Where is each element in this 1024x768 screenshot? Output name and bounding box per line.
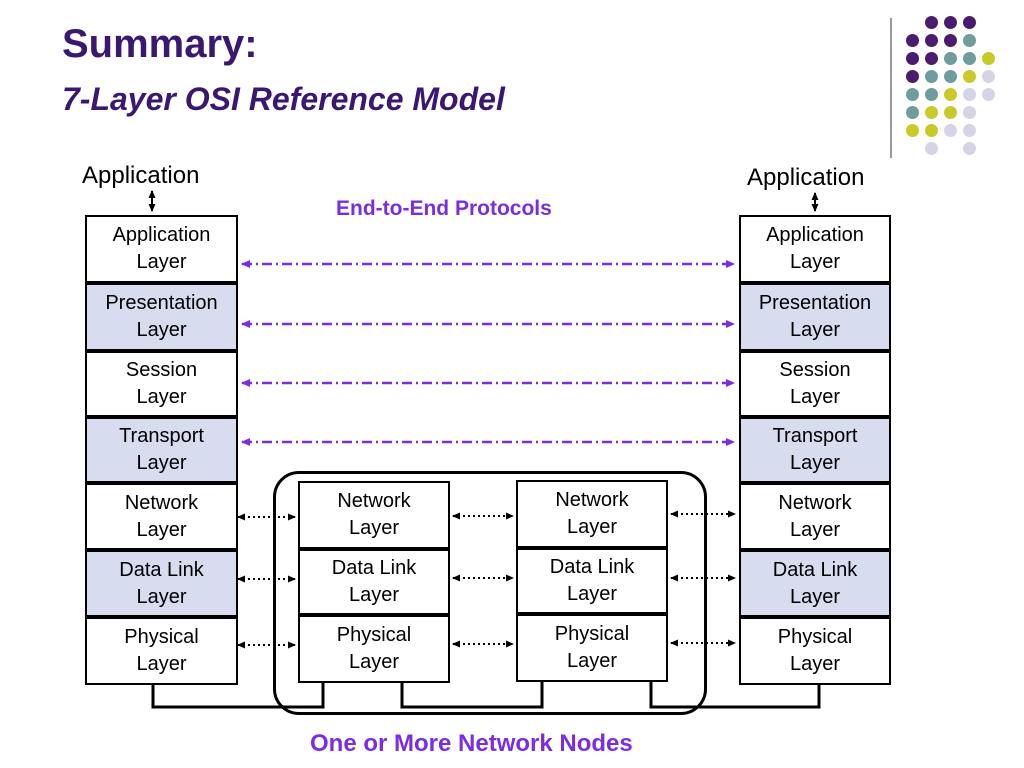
decorative-dot (963, 124, 976, 137)
page-subtitle: 7-Layer OSI Reference Model (62, 81, 505, 117)
decorative-dot (925, 124, 938, 137)
node1-physical-layer: Physical Layer (298, 615, 450, 683)
decorative-dot (906, 70, 919, 83)
layer-label: Application Layer (112, 224, 211, 273)
decorative-dot (963, 142, 976, 155)
right-presentation-layer: Presentation Layer (739, 283, 891, 351)
layer-label: Transport Layer (119, 425, 204, 474)
layer-label: Physical Layer (124, 626, 199, 675)
layer-label: Session Layer (125, 359, 198, 408)
physical-link-2 (400, 682, 544, 709)
decorative-dot (906, 124, 919, 137)
decorative-dot (944, 124, 957, 137)
decorative-dot (925, 88, 938, 101)
node1-datalink-layer: Data Link Layer (298, 549, 450, 615)
left-presentation-layer: Presentation Layer (85, 283, 238, 351)
end-to-end-protocols-label: End-to-End Protocols (336, 197, 552, 220)
layer-label: Network Layer (337, 490, 411, 539)
decorative-dot (906, 52, 919, 65)
decorative-dot (982, 70, 995, 83)
layer-label: Network Layer (778, 491, 852, 541)
decorative-dot (925, 106, 938, 119)
left-datalink-layer: Data Link Layer (85, 550, 238, 617)
decorative-dot (963, 70, 976, 83)
decorative-dot (982, 52, 995, 65)
decorative-dot (906, 88, 919, 101)
decorative-dot (963, 34, 976, 47)
left-physical-layer: Physical Layer (85, 617, 238, 685)
physical-link-3 (649, 682, 821, 709)
decorative-dot (963, 106, 976, 119)
decorative-dot (944, 70, 957, 83)
decorative-dot (906, 106, 919, 119)
layer-label: Data Link Layer (549, 556, 635, 605)
layer-label: Transport Layer (772, 425, 858, 474)
node2-datalink-layer: Data Link Layer (516, 548, 668, 614)
decorative-dot (944, 16, 957, 29)
page-title: Summary: (62, 22, 258, 66)
decorative-dot (963, 16, 976, 29)
layer-label: Physical Layer (554, 623, 630, 672)
application-label-left: Application (82, 162, 200, 189)
right-transport-layer: Transport Layer (739, 417, 891, 483)
decorative-dot (925, 16, 938, 29)
decorative-dot (944, 88, 957, 101)
decorative-dot (906, 34, 919, 47)
decorative-dot (925, 52, 938, 65)
layer-label: Data Link Layer (331, 557, 417, 606)
layer-label: Presentation Layer (758, 292, 872, 341)
node1-network-layer: Network Layer (298, 481, 450, 549)
layer-label: Data Link Layer (119, 558, 204, 608)
layer-label: Network Layer (124, 491, 199, 541)
physical-link-1 (151, 683, 325, 709)
left-transport-layer: Transport Layer (85, 417, 238, 483)
network-nodes-container (273, 471, 707, 715)
layer-label: Session Layer (779, 359, 851, 408)
right-application-layer: Application Layer (739, 215, 891, 283)
decorative-dot (944, 52, 957, 65)
decorative-dot (963, 88, 976, 101)
decorative-dot (982, 88, 995, 101)
right-session-layer: Session Layer (739, 351, 891, 417)
left-application-layer: Application Layer (85, 215, 238, 283)
layer-label: Physical Layer (336, 624, 412, 673)
node2-physical-layer: Physical Layer (516, 614, 668, 682)
layer-label: Network Layer (555, 489, 629, 538)
right-physical-layer: Physical Layer (739, 617, 891, 685)
decorative-dot (925, 70, 938, 83)
layer-label: Data Link Layer (772, 558, 858, 608)
layer-label: Physical Layer (777, 626, 853, 675)
decorative-dot (963, 52, 976, 65)
left-session-layer: Session Layer (85, 351, 238, 417)
decorative-dot (925, 142, 938, 155)
node2-network-layer: Network Layer (516, 480, 668, 548)
decorative-dot (925, 34, 938, 47)
decorative-dot (944, 106, 957, 119)
application-label-right: Application (747, 164, 865, 191)
network-nodes-label: One or More Network Nodes (310, 730, 633, 757)
divider-line (890, 18, 892, 158)
right-datalink-layer: Data Link Layer (739, 550, 891, 617)
left-network-layer: Network Layer (85, 483, 238, 550)
layer-label: Application Layer (766, 224, 864, 273)
layer-label: Presentation Layer (105, 292, 218, 341)
right-network-layer: Network Layer (739, 483, 891, 550)
decorative-dot (944, 34, 957, 47)
